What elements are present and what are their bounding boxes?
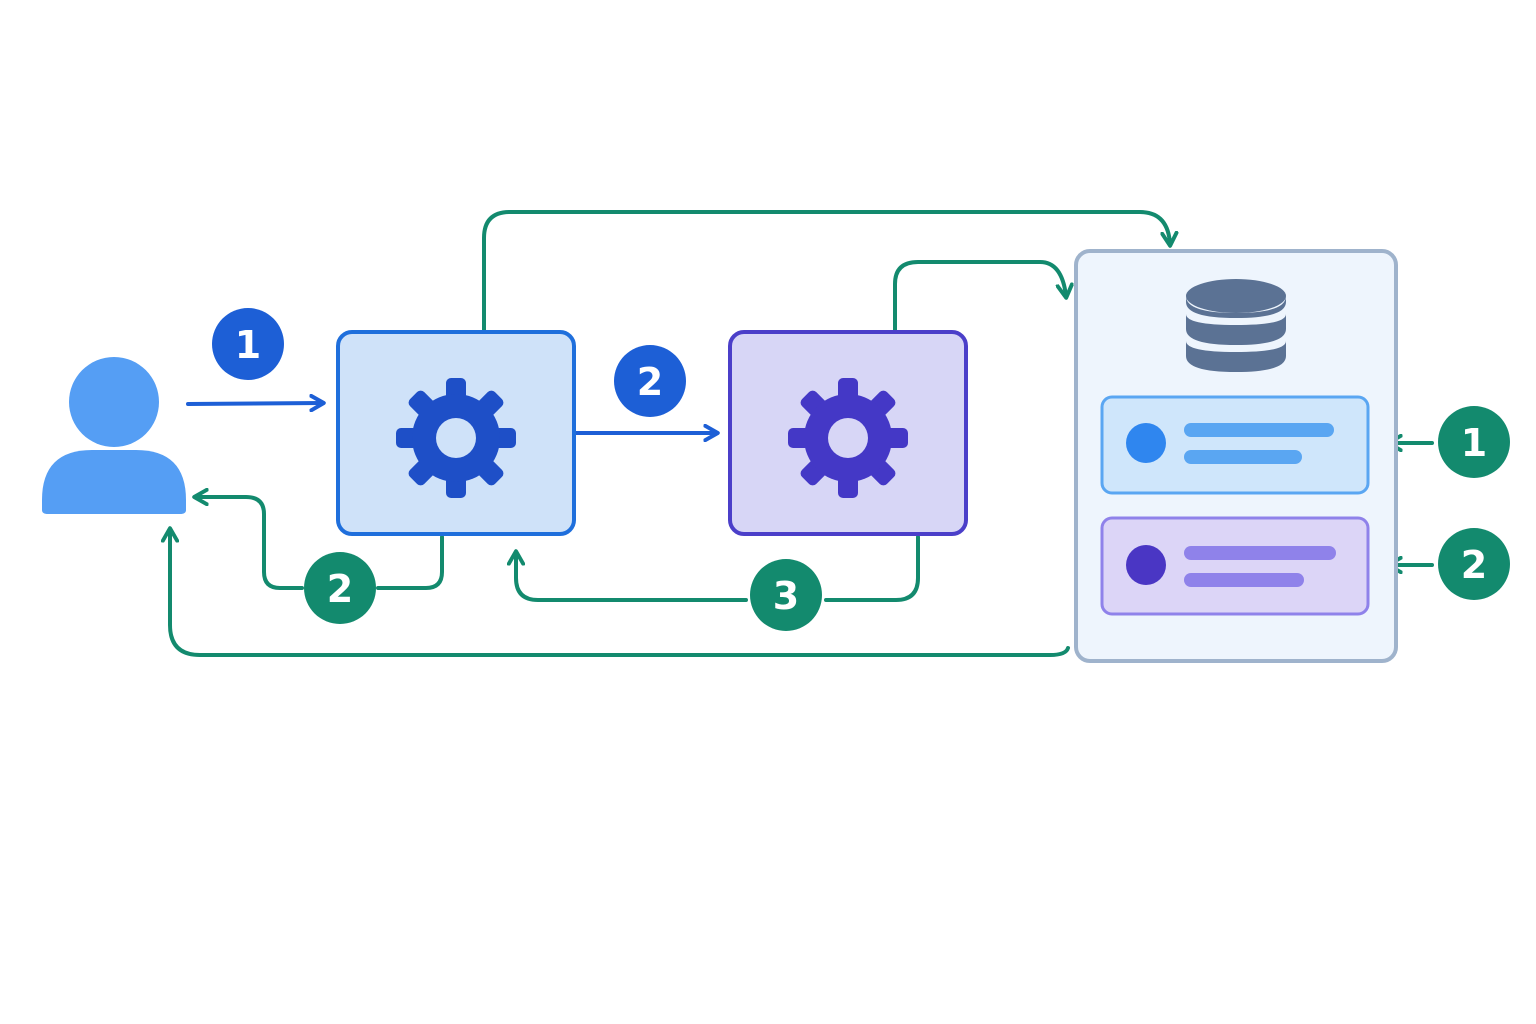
arrow-store-to-user	[170, 530, 1070, 657]
badge-number: 3	[773, 574, 799, 618]
service-a-box	[336, 330, 576, 536]
record-item-1	[1100, 395, 1370, 495]
badge-store-2: 2	[1438, 528, 1510, 600]
service-b-box	[728, 330, 968, 536]
badge-number: 1	[235, 323, 261, 367]
record-dot	[1126, 545, 1166, 585]
gear-icon	[396, 378, 516, 498]
badge-number: 1	[1461, 421, 1487, 465]
data-store-panel	[1074, 249, 1398, 663]
connector-service-a-to-store-top	[482, 210, 1170, 332]
user-node	[42, 357, 186, 514]
gear-icon	[788, 378, 908, 498]
user-icon	[42, 357, 186, 514]
badge-response-3: 3	[750, 559, 822, 631]
record-dot	[1126, 423, 1166, 463]
badge-response-2: 2	[304, 552, 376, 624]
record-item-2	[1100, 516, 1370, 616]
badge-store-1: 1	[1438, 406, 1510, 478]
connector-service-b-to-store	[893, 260, 1066, 332]
badge-request-2: 2	[614, 345, 686, 417]
database-icon	[1186, 279, 1286, 372]
badge-number: 2	[327, 567, 353, 611]
badge-request-1: 1	[212, 308, 284, 380]
arrow-user-to-service-a	[186, 403, 322, 404]
arrow-service-a-to-user	[196, 497, 444, 590]
arrow-service-b-to-service-a	[516, 535, 920, 602]
badge-number: 2	[1461, 543, 1487, 587]
badge-number: 2	[637, 360, 663, 404]
